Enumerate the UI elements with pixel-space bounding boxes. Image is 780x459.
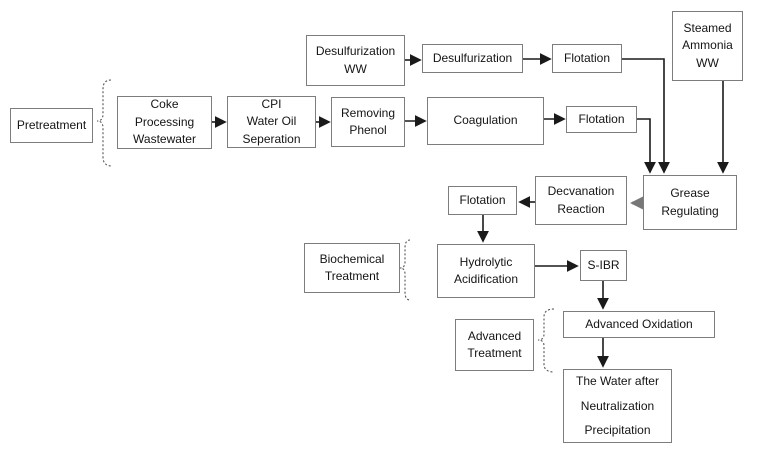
node-s-ibr: S-IBR <box>580 250 627 281</box>
node-coagulation: Coagulation <box>427 97 544 145</box>
node-steamed-ammonia-ww: Steamed Ammonia WW <box>672 11 743 81</box>
brace-pretreatment <box>96 79 113 167</box>
node-decvanation-reaction: Decvanation Reaction <box>535 176 627 225</box>
node-flotation-decvanation: Flotation <box>448 186 517 215</box>
brace-advanced-treatment <box>537 308 555 373</box>
node-cpi-water-oil-seperation: CPI Water Oil Seperation <box>227 96 316 148</box>
arrow-flotation-main-to-grease <box>637 118 656 174</box>
node-advanced-treatment: Advanced Treatment <box>455 319 534 371</box>
node-biochemical-treatment: Biochemical Treatment <box>304 243 400 293</box>
brace-biochemical-treatment <box>399 239 411 301</box>
node-coke-processing-wastewater: Coke Processing Wastewater <box>117 96 212 149</box>
node-flotation-desulf: Flotation <box>552 44 622 73</box>
node-grease-regulating: Grease Regulating <box>643 175 737 230</box>
node-desulfurization-ww: Desulfurization WW <box>306 35 405 86</box>
node-water-after-neutralization-precipitation: The Water after Neutralization Precipita… <box>563 369 672 443</box>
node-removing-phenol: Removing Phenol <box>331 97 405 147</box>
node-flotation-main: Flotation <box>566 106 637 133</box>
node-advanced-oxidation: Advanced Oxidation <box>563 311 715 338</box>
node-pretreatment: Pretreatment <box>10 108 93 143</box>
node-desulfurization: Desulfurization <box>422 44 523 73</box>
node-hydrolytic-acidification: Hydrolytic Acidification <box>437 244 535 298</box>
arrow-flotation-desulf-to-grease <box>622 58 670 174</box>
